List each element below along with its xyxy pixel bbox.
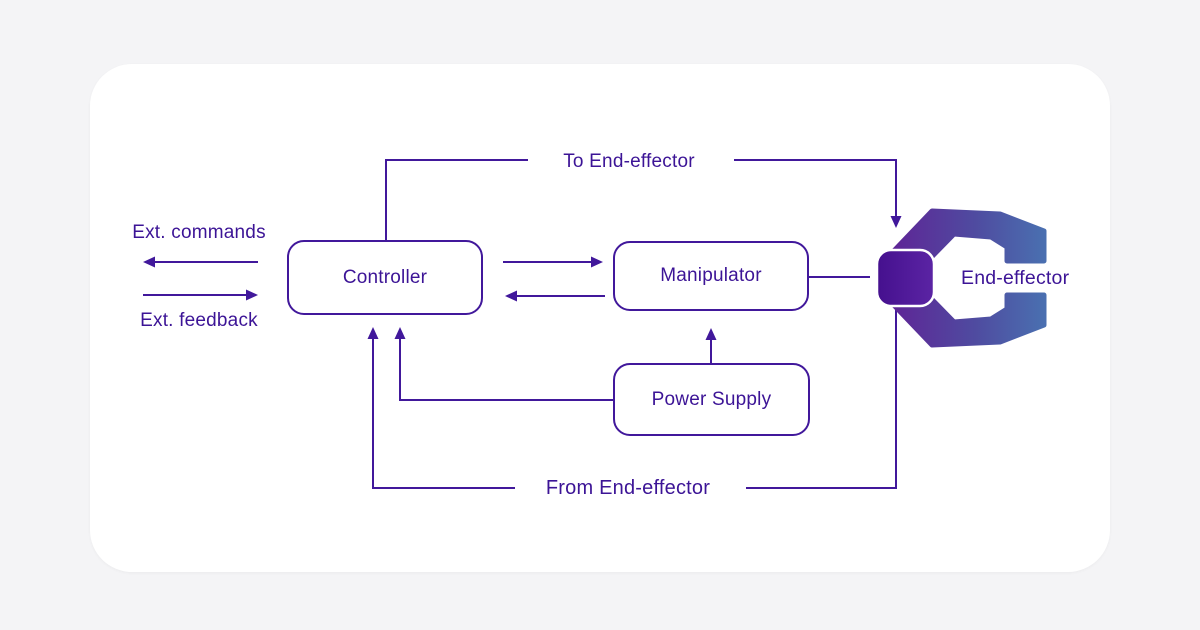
gripper-jaw-top: [887, 208, 1047, 280]
label-end-effector: End-effector: [961, 267, 1070, 289]
label-ext-feedback: Ext. feedback: [140, 310, 258, 331]
gripper-wrist-block: [875, 248, 936, 308]
label-ext-commands: Ext. commands: [132, 222, 266, 243]
node-controller: Controller: [287, 240, 483, 315]
gripper-icon: [875, 208, 1047, 348]
label-to-end-effector: To End-effector: [563, 151, 695, 172]
node-manipulator-label: Manipulator: [660, 265, 762, 286]
node-power-supply-label: Power Supply: [651, 388, 772, 410]
gripper-jaw-bottom: [887, 276, 1047, 348]
label-from-end-effector: From End-effector: [545, 477, 711, 499]
node-manipulator: Manipulator: [613, 241, 809, 311]
node-controller-label: Controller: [342, 266, 428, 288]
node-power-supply: Power Supply: [613, 363, 810, 436]
